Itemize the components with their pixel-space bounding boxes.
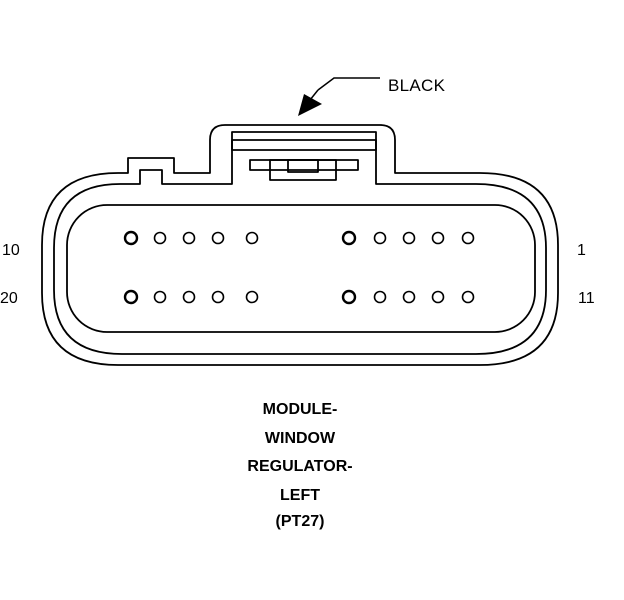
connector-housing-outline — [41, 124, 559, 366]
pin-12 — [431, 290, 445, 304]
pin-4 — [373, 231, 387, 245]
pin-8 — [182, 231, 196, 245]
pin-3 — [402, 231, 416, 245]
pin-13 — [402, 290, 416, 304]
pin-number-top-right: 1 — [577, 242, 586, 259]
callout-leader — [298, 77, 380, 116]
pin-11 — [461, 290, 475, 304]
color-callout-label: BLACK — [388, 76, 446, 95]
pin-number-top-left: 10 — [2, 242, 20, 259]
pin-array — [123, 230, 475, 305]
pin-5 — [341, 230, 357, 246]
latch-top — [231, 139, 377, 151]
pin-18 — [182, 290, 196, 304]
pin-cavity — [66, 204, 536, 333]
pin-14 — [373, 290, 387, 304]
pin-9 — [153, 231, 167, 245]
caption-line-3: REGULATOR- — [247, 458, 353, 475]
pin-1 — [461, 231, 475, 245]
pin-19 — [153, 290, 167, 304]
pin-2 — [431, 231, 445, 245]
caption-line-1: MODULE- — [262, 401, 338, 418]
pin-number-bottom-right: 11 — [578, 290, 595, 307]
pin-17 — [211, 290, 225, 304]
connector-caption: MODULE- WINDOW REGULATOR- LEFT (PT27) — [200, 396, 400, 531]
pin-16 — [245, 290, 259, 304]
pin-15 — [341, 289, 357, 305]
pin-20 — [123, 289, 139, 305]
pin-6 — [245, 231, 259, 245]
caption-line-2: WINDOW — [264, 429, 336, 447]
connector-code: (PT27) — [275, 513, 325, 530]
latch-body — [249, 159, 359, 171]
pin-number-bottom-left: 20 — [0, 290, 18, 307]
caption-line-4: LEFT — [280, 486, 320, 504]
connector-housing-rim — [53, 131, 547, 355]
pin-10 — [123, 230, 139, 246]
latch-slot — [287, 159, 319, 173]
pin-7 — [211, 231, 225, 245]
